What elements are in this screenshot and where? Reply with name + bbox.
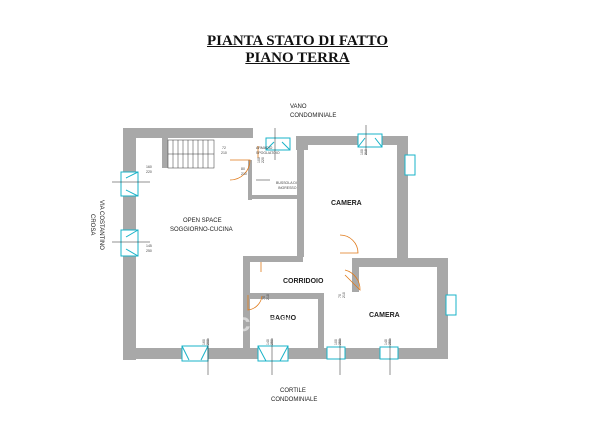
label-bussola-1: BUSSOLA DI [276,181,297,185]
dim-10b: 250 [388,339,392,345]
wall-corridor-right [352,258,359,292]
label-camera-2: CAMERA [369,312,400,319]
dim-4: 100 [360,149,364,155]
dimension-texts: 72 210 80 210 100 220 100 210 160 220 14… [146,146,392,345]
label-vano-2: CONDOMINIALE [290,113,336,119]
label-corridoio: CORRIDOIO [283,278,324,285]
dim-6: 145 [146,244,152,248]
dim-1b: 210 [221,151,227,155]
window-right-2 [445,294,457,316]
door-bagno [247,295,263,311]
wall-bussola [251,195,299,199]
dim-1: 72 [222,146,226,150]
windows [120,133,457,362]
window-bottom-4 [379,346,399,360]
label-cortile-1: CORTILE [280,388,306,394]
label-open-space-2: SOGGIORNO-CUCINA [170,227,233,233]
dimension-lines [112,125,391,375]
staircase [167,139,215,169]
wall-camera-left [297,145,304,257]
door-camera-lower [344,269,361,291]
dim-8b: 250 [270,339,274,345]
dim-2b: 210 [241,172,247,176]
wall-right-lower [437,258,448,359]
label-bagno: BAGNO [270,315,297,322]
dim-5: 160 [146,165,152,169]
dim-4b: 210 [364,149,368,155]
wall-bath-left [243,256,250,349]
wall-bath-right [318,293,324,349]
dim-7b: 200 [206,339,210,345]
dim-3: 100 [257,157,261,163]
label-vano-1: VANO [290,104,307,110]
dim-9: 100 [334,339,338,345]
label-cortile-2: CONDOMINIALE [271,397,317,403]
wall-top-right [296,136,408,145]
watermark-logo: casa.it [236,307,317,337]
dim-2: 80 [241,167,245,171]
label-bussola-2: INGRESSO [278,186,297,190]
window-top-1 [357,133,383,148]
wall-top-left [123,128,253,138]
dim-9b: 250 [338,339,342,345]
wall-right-upper [397,136,408,266]
plan-subtitle: PIANO TERRA [245,50,350,66]
window-bottom-2 [257,345,289,362]
wall-cam-divider [358,258,448,267]
label-street-1: VIA COSTANTINO [98,200,104,250]
door-entrance [229,159,251,181]
dim-12b: 210 [342,292,346,298]
dim-3b: 220 [261,157,265,163]
window-bottom-3 [326,346,346,360]
wall-bussola-v [248,160,252,200]
dim-10: 140 [384,339,388,345]
window-right-1 [404,154,416,176]
wall-corridor-top [243,256,303,262]
window-left-2 [120,229,139,257]
dim-7: 160 [202,339,206,345]
doors [229,146,361,311]
dim-11: 70 [262,296,266,300]
label-street-2: CROSA [89,214,95,235]
dim-6b: 250 [146,249,152,253]
wall-stair [162,138,168,168]
wall-corridor-bottom [243,293,323,299]
dim-5b: 220 [146,170,152,174]
window-left-1 [120,171,139,197]
dim-8: 140 [266,339,270,345]
dim-11b: 210 [266,294,270,300]
plan-title: PIANTA STATO DI FATTO [206,33,388,49]
label-armadio-1: ARMADIO [256,146,273,150]
dim-12: 70 [338,294,342,298]
window-top-2 [265,137,291,151]
label-camera-1: CAMERA [331,200,362,207]
label-armadio-2: SPOGLIATOIO [256,151,280,155]
door-camera-upper [339,234,359,254]
label-open-space-1: OPEN SPACE [183,218,222,224]
